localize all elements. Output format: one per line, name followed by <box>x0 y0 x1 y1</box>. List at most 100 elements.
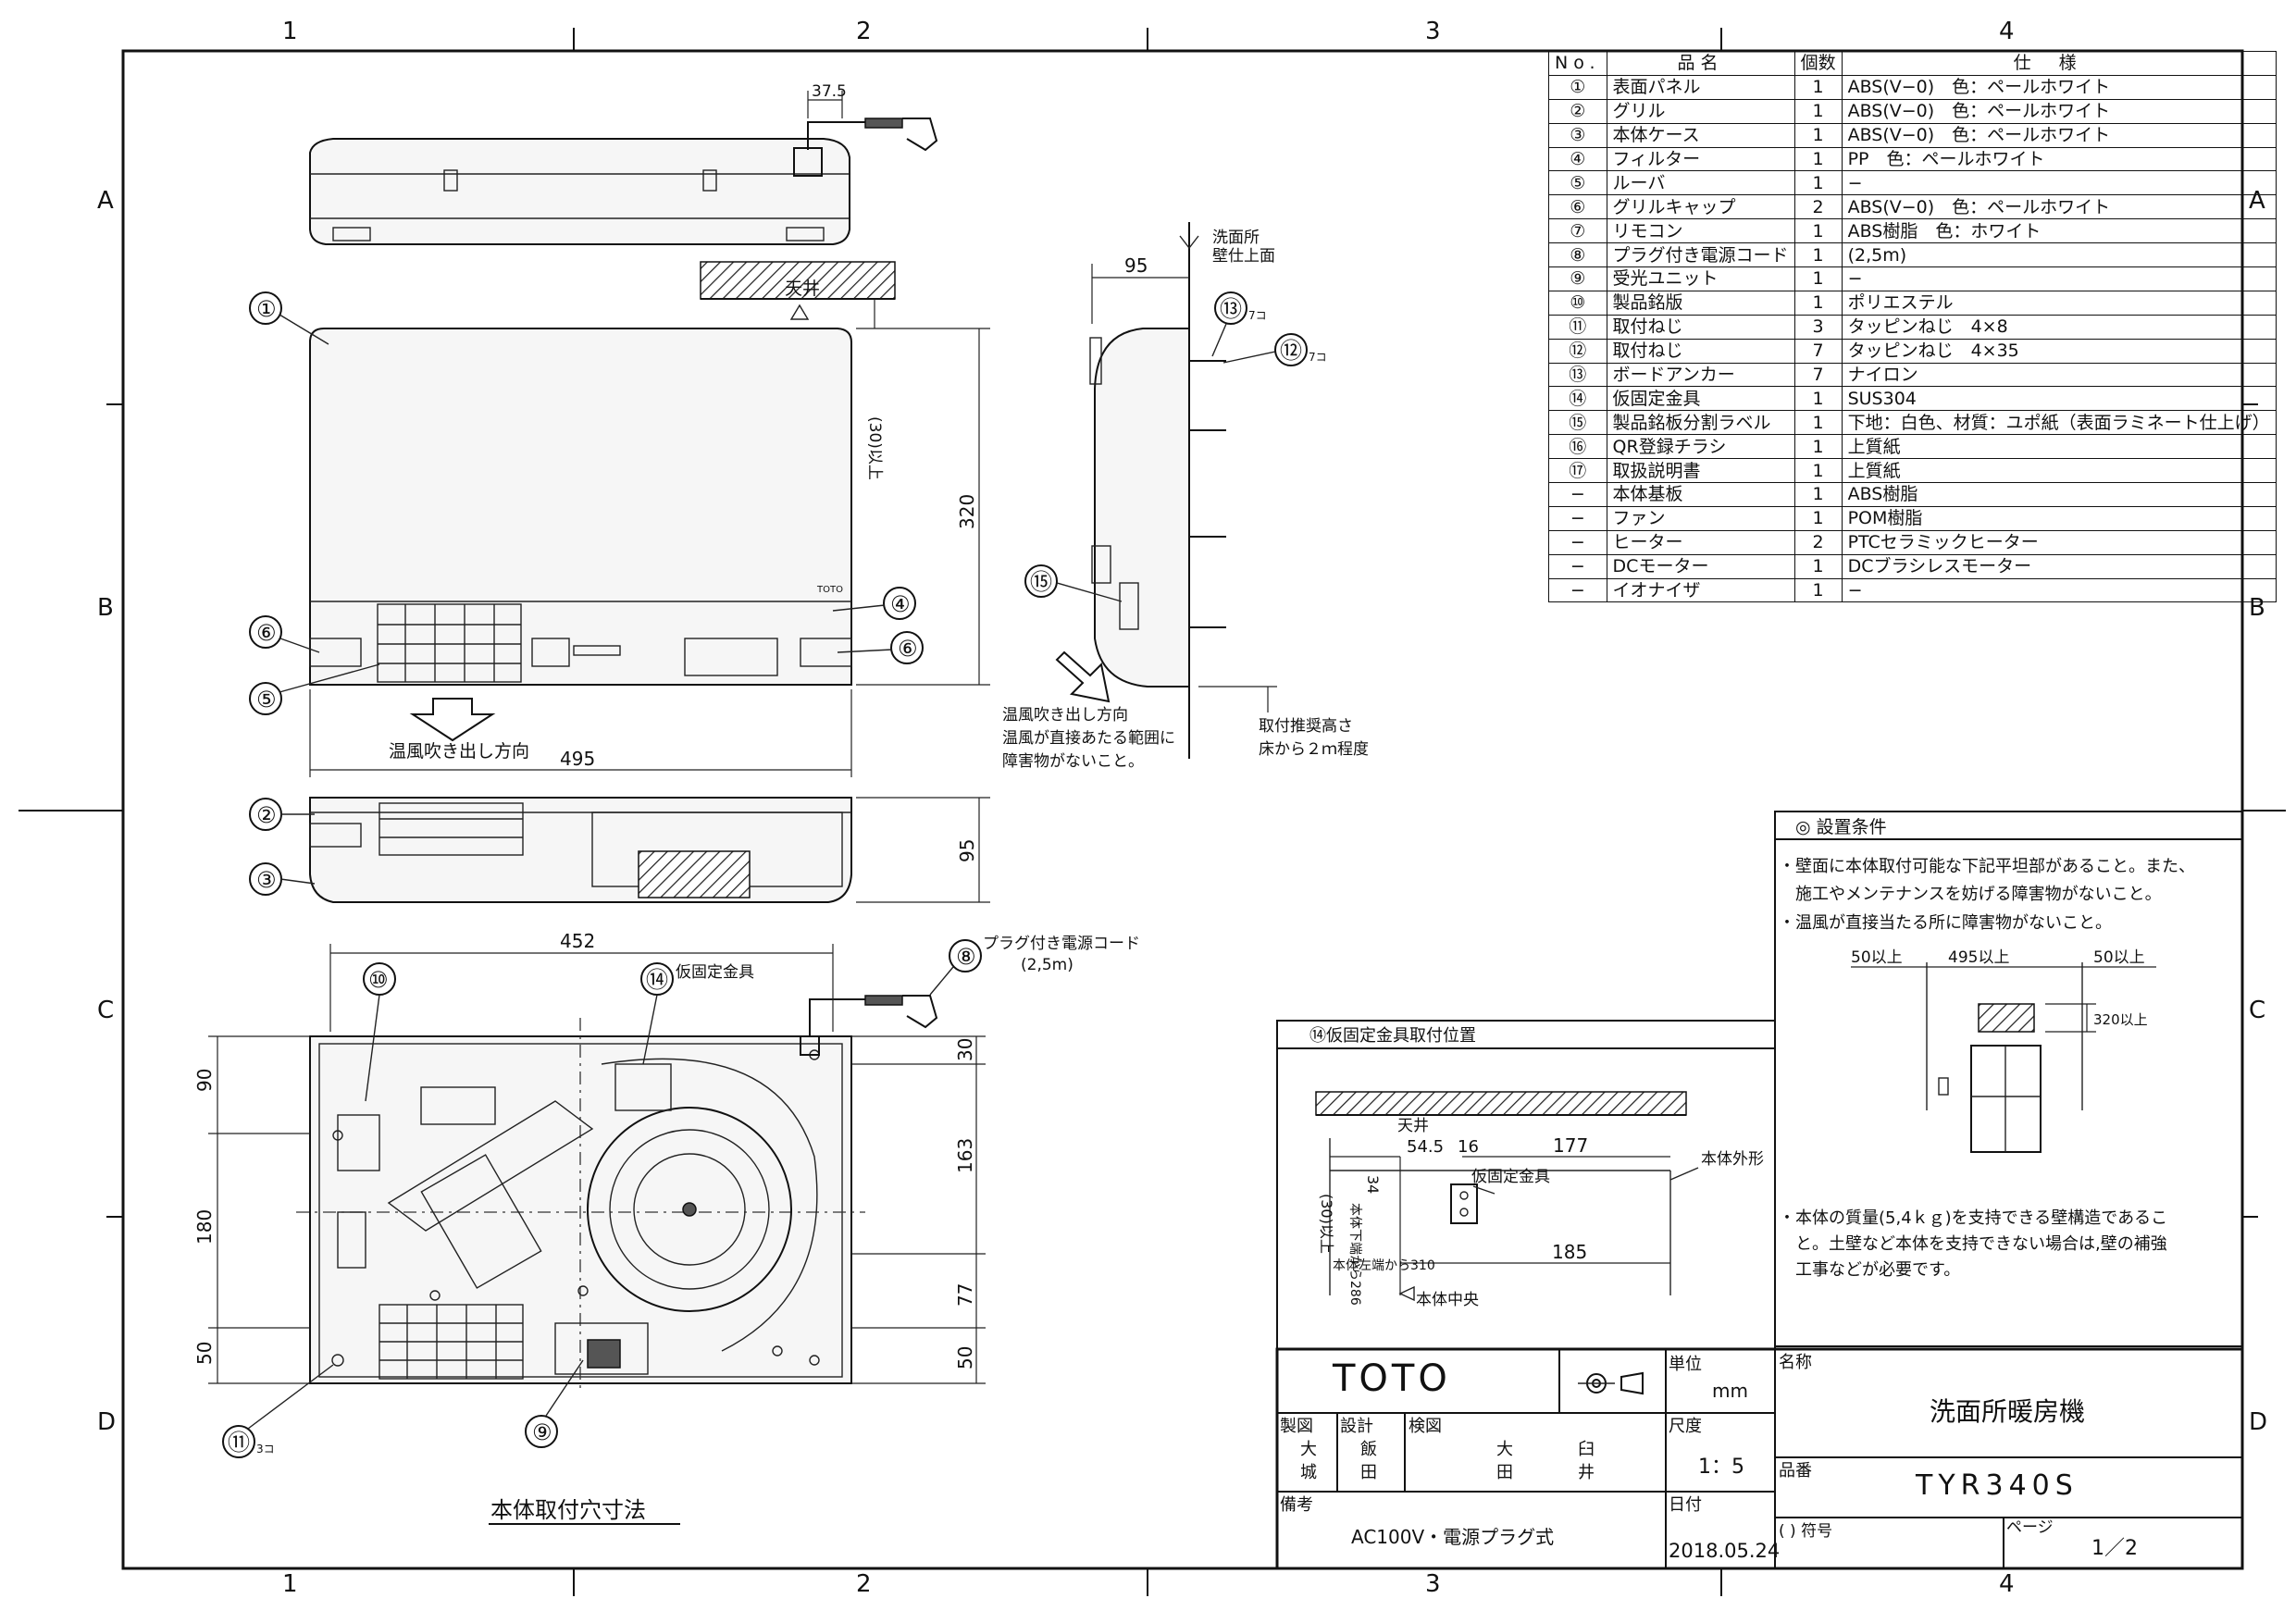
parts-cell-qty: 1 <box>1793 553 1843 579</box>
front-callout-6-right: ⑥ <box>898 636 918 662</box>
tb-unit: mm <box>1712 1380 1748 1402</box>
parts-cell-name: イオナイザ <box>1606 577 1795 603</box>
parts-cell-name: ヒーター <box>1606 529 1795 555</box>
parts-cell-name: プラグ付き電源コード <box>1606 242 1795 268</box>
col-label-3-bottom: 3 <box>1425 1570 1441 1598</box>
tb-made-label: 製図 <box>1280 1417 1313 1436</box>
tb-company: TOTO <box>1332 1357 1451 1400</box>
parts-cell-qty: 1 <box>1793 146 1843 172</box>
parts-cell-name: 本体基板 <box>1606 482 1795 507</box>
parts-cell-qty: 1 <box>1793 458 1843 484</box>
parts-cell-no: ⑰ <box>1548 458 1607 484</box>
side-wall-label-1: 洗面所 <box>1212 229 1260 247</box>
install-p2: ・温風が直接当たる所に障害物がないこと。 <box>1779 913 2112 933</box>
row-label-b: B <box>97 594 114 622</box>
tb-part-label: 品番 <box>1779 1461 1812 1481</box>
bracket-d2: 16 <box>1458 1137 1479 1157</box>
parts-cell-spec: DCブラシレスモーター <box>1841 553 2277 579</box>
bracket-from-left: 本体左端から310 <box>1333 1258 1435 1273</box>
bracket-label: 仮固定金具 <box>1471 1168 1550 1186</box>
parts-cell-no: − <box>1548 505 1607 531</box>
front-grill-slats <box>378 604 521 682</box>
top-view: 37.5 <box>309 82 938 245</box>
parts-cell-spec: ナイロン <box>1841 362 2277 388</box>
rear-cord-label: プラグ付き電源コード <box>983 935 1140 953</box>
side-callout-15: ⑮ <box>1030 569 1052 595</box>
install-dim-right: 50以上 <box>2093 948 2145 967</box>
parts-cell-qty: 1 <box>1793 290 1843 316</box>
tb-date: 2018.05.24 <box>1669 1540 1780 1562</box>
rear-callout-11-qty: 3コ <box>256 1443 275 1456</box>
parts-cell-spec: SUS304 <box>1841 386 2277 412</box>
tb-scale: 1：5 <box>1698 1456 1744 1479</box>
parts-cell-name: QR登録チラシ <box>1606 434 1795 460</box>
col-label-3: 3 <box>1425 18 1441 45</box>
install-title: ◎ 設置条件 <box>1795 817 1887 837</box>
parts-cell-spec: ABS樹脂 色：ホワイト <box>1841 218 2277 244</box>
parts-cell-no: − <box>1548 529 1607 555</box>
parts-cell-no: ⑭ <box>1548 386 1607 412</box>
tb-made-1: 大 <box>1300 1440 1317 1459</box>
bracket-d4: 185 <box>1552 1241 1587 1263</box>
parts-cell-no: ⑤ <box>1548 170 1607 196</box>
parts-cell-spec: ABS(V−0) 色：ペールホワイト <box>1841 122 2277 148</box>
rear-callout-8: ⑧ <box>956 944 976 970</box>
parts-cell-name: 製品銘板分割ラベル <box>1606 410 1795 436</box>
header-spec: 仕様 <box>1841 51 2277 76</box>
bracket-from-bottom: 本体下端から286 <box>1347 1203 1362 1306</box>
tb-part: TYR340S <box>1915 1469 2079 1502</box>
parts-cell-name: 受光ユニット <box>1606 266 1795 291</box>
tb-remark-label: 備考 <box>1280 1495 1313 1515</box>
projection-symbol <box>1578 1371 1644 1395</box>
parts-cell-spec: タッピンねじ 4×35 <box>1841 338 2277 364</box>
parts-cell-name: 取付ねじ <box>1606 314 1795 340</box>
parts-cell-spec: ABS樹脂 <box>1841 482 2277 507</box>
rear-callout-9: ⑨ <box>532 1419 552 1445</box>
parts-cell-no: − <box>1548 577 1607 603</box>
install-p3a: ・本体の質量(5,4ｋｇ)を支持できる壁構造であるこ <box>1779 1208 2167 1228</box>
row-label-d: D <box>97 1408 116 1436</box>
rear-dim-left-90: 90 <box>193 1069 216 1092</box>
top-dim-cord: 37.5 <box>812 82 847 101</box>
tb-check-3: 臼 <box>1578 1440 1595 1459</box>
parts-cell-name: フィルター <box>1606 146 1795 172</box>
bracket-top-clear: (30)以上 <box>1318 1194 1335 1254</box>
rear-dim-right-163: 163 <box>954 1138 976 1173</box>
rear-dim-right-30: 30 <box>954 1038 976 1061</box>
parts-cell-no: ⑩ <box>1548 290 1607 316</box>
col-label-2: 2 <box>856 18 872 45</box>
parts-cell-name: グリルキャップ <box>1606 194 1795 220</box>
parts-cell-qty: 1 <box>1793 218 1843 244</box>
parts-cell-qty: 1 <box>1793 98 1843 124</box>
parts-cell-no: ⑥ <box>1548 194 1607 220</box>
parts-cell-no: ⑪ <box>1548 314 1607 340</box>
rear-dim-right-50: 50 <box>954 1346 976 1369</box>
bracket-d1: 54.5 <box>1407 1137 1444 1157</box>
tb-check-label: 検図 <box>1409 1417 1442 1436</box>
install-dim-left: 50以上 <box>1851 948 1903 967</box>
side-callout-13: ⑬ <box>1220 296 1242 322</box>
front-airflow-label: 温風吹き出し方向 <box>389 741 529 762</box>
install-dim-center: 495以上 <box>1948 948 2009 967</box>
title-block: TOTO 単位 mm 名称 洗面所暖房機 製図 大 城 設計 飯 田 検図 大 … <box>1275 1347 2244 1570</box>
header-name: 品名 <box>1606 51 1795 76</box>
parts-cell-name: 製品銘版 <box>1606 290 1795 316</box>
parts-cell-spec: 上質紙 <box>1841 458 2277 484</box>
header-no: No. <box>1548 51 1607 76</box>
parts-cell-qty: 7 <box>1793 362 1843 388</box>
col-label-1-bottom: 1 <box>282 1570 298 1598</box>
install-dim-height: 320以上 <box>2093 1011 2148 1028</box>
row-label-d-right: D <box>2249 1408 2267 1436</box>
parts-cell-qty: 1 <box>1793 410 1843 436</box>
install-p3c: 工事などが必要です。 <box>1779 1260 1960 1280</box>
parts-cell-no: ② <box>1548 98 1607 124</box>
